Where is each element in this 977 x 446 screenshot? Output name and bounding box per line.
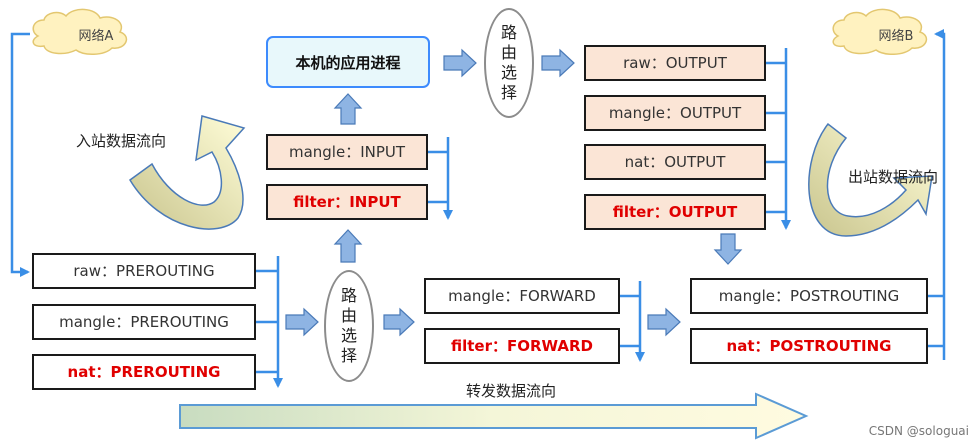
prerouting-bracket bbox=[256, 256, 283, 388]
input-bracket bbox=[428, 137, 453, 220]
cloud-network-b-icon bbox=[832, 8, 928, 55]
arrow-router-to-output bbox=[541, 48, 575, 78]
inbound-flow-label: 入站数据流向 bbox=[76, 132, 167, 150]
routing-decision-bottom-label: 路由选择 bbox=[341, 286, 358, 365]
inbound-curved-arrow bbox=[129, 115, 246, 230]
block-arrows bbox=[285, 48, 743, 337]
arrow-router-to-input bbox=[333, 229, 363, 263]
chain-raw-output: raw：OUTPUT bbox=[584, 45, 766, 81]
chain-filter-input: filter：INPUT bbox=[266, 184, 428, 220]
arrow-app-to-router bbox=[443, 48, 477, 78]
local-app-process-box: 本机的应用进程 bbox=[266, 36, 430, 88]
arrow-input-to-app bbox=[333, 93, 363, 125]
outbound-flow-label: 出站数据流向 bbox=[848, 168, 939, 186]
chain-mangle-forward: mangle：FORWARD bbox=[424, 278, 620, 314]
forward-big-arrow bbox=[179, 392, 809, 440]
forward-bracket bbox=[620, 281, 645, 362]
cloud-network-a-icon bbox=[32, 8, 128, 55]
chain-mangle-output: mangle：OUTPUT bbox=[584, 95, 766, 131]
output-bracket bbox=[766, 48, 791, 230]
chain-filter-output: filter：OUTPUT bbox=[584, 194, 766, 230]
chain-nat-output: nat：OUTPUT bbox=[584, 144, 766, 180]
routing-decision-top: 路由选择 bbox=[484, 8, 534, 118]
arrow-forward-to-postrouting bbox=[647, 307, 681, 337]
network-a-inbound-line bbox=[10, 32, 30, 277]
network-b-label: 网络B bbox=[878, 29, 914, 44]
arrow-prerouting-to-router bbox=[285, 307, 319, 337]
chain-raw-prerouting: raw：PREROUTING bbox=[32, 253, 256, 289]
chain-nat-postrouting: nat：POSTROUTING bbox=[690, 328, 928, 364]
arrow-output-to-postrouting bbox=[713, 233, 743, 265]
forward-flow-label: 转发数据流向 bbox=[466, 382, 557, 400]
chain-mangle-input: mangle：INPUT bbox=[266, 134, 428, 170]
routing-decision-bottom: 路由选择 bbox=[324, 270, 374, 382]
chain-mangle-prerouting: mangle：PREROUTING bbox=[32, 304, 256, 340]
chain-filter-forward: filter：FORWARD bbox=[424, 328, 620, 364]
network-a-label: 网络A bbox=[78, 29, 114, 44]
postrouting-bracket bbox=[928, 29, 946, 360]
routing-decision-top-label: 路由选择 bbox=[501, 23, 518, 102]
outbound-curved-arrow bbox=[808, 122, 933, 237]
chain-mangle-postrouting: mangle：POSTROUTING bbox=[690, 278, 928, 314]
chain-nat-prerouting: nat：PREROUTING bbox=[32, 354, 256, 390]
watermark: CSDN @sologuai bbox=[868, 424, 969, 438]
arrow-router-to-forward bbox=[383, 307, 415, 337]
